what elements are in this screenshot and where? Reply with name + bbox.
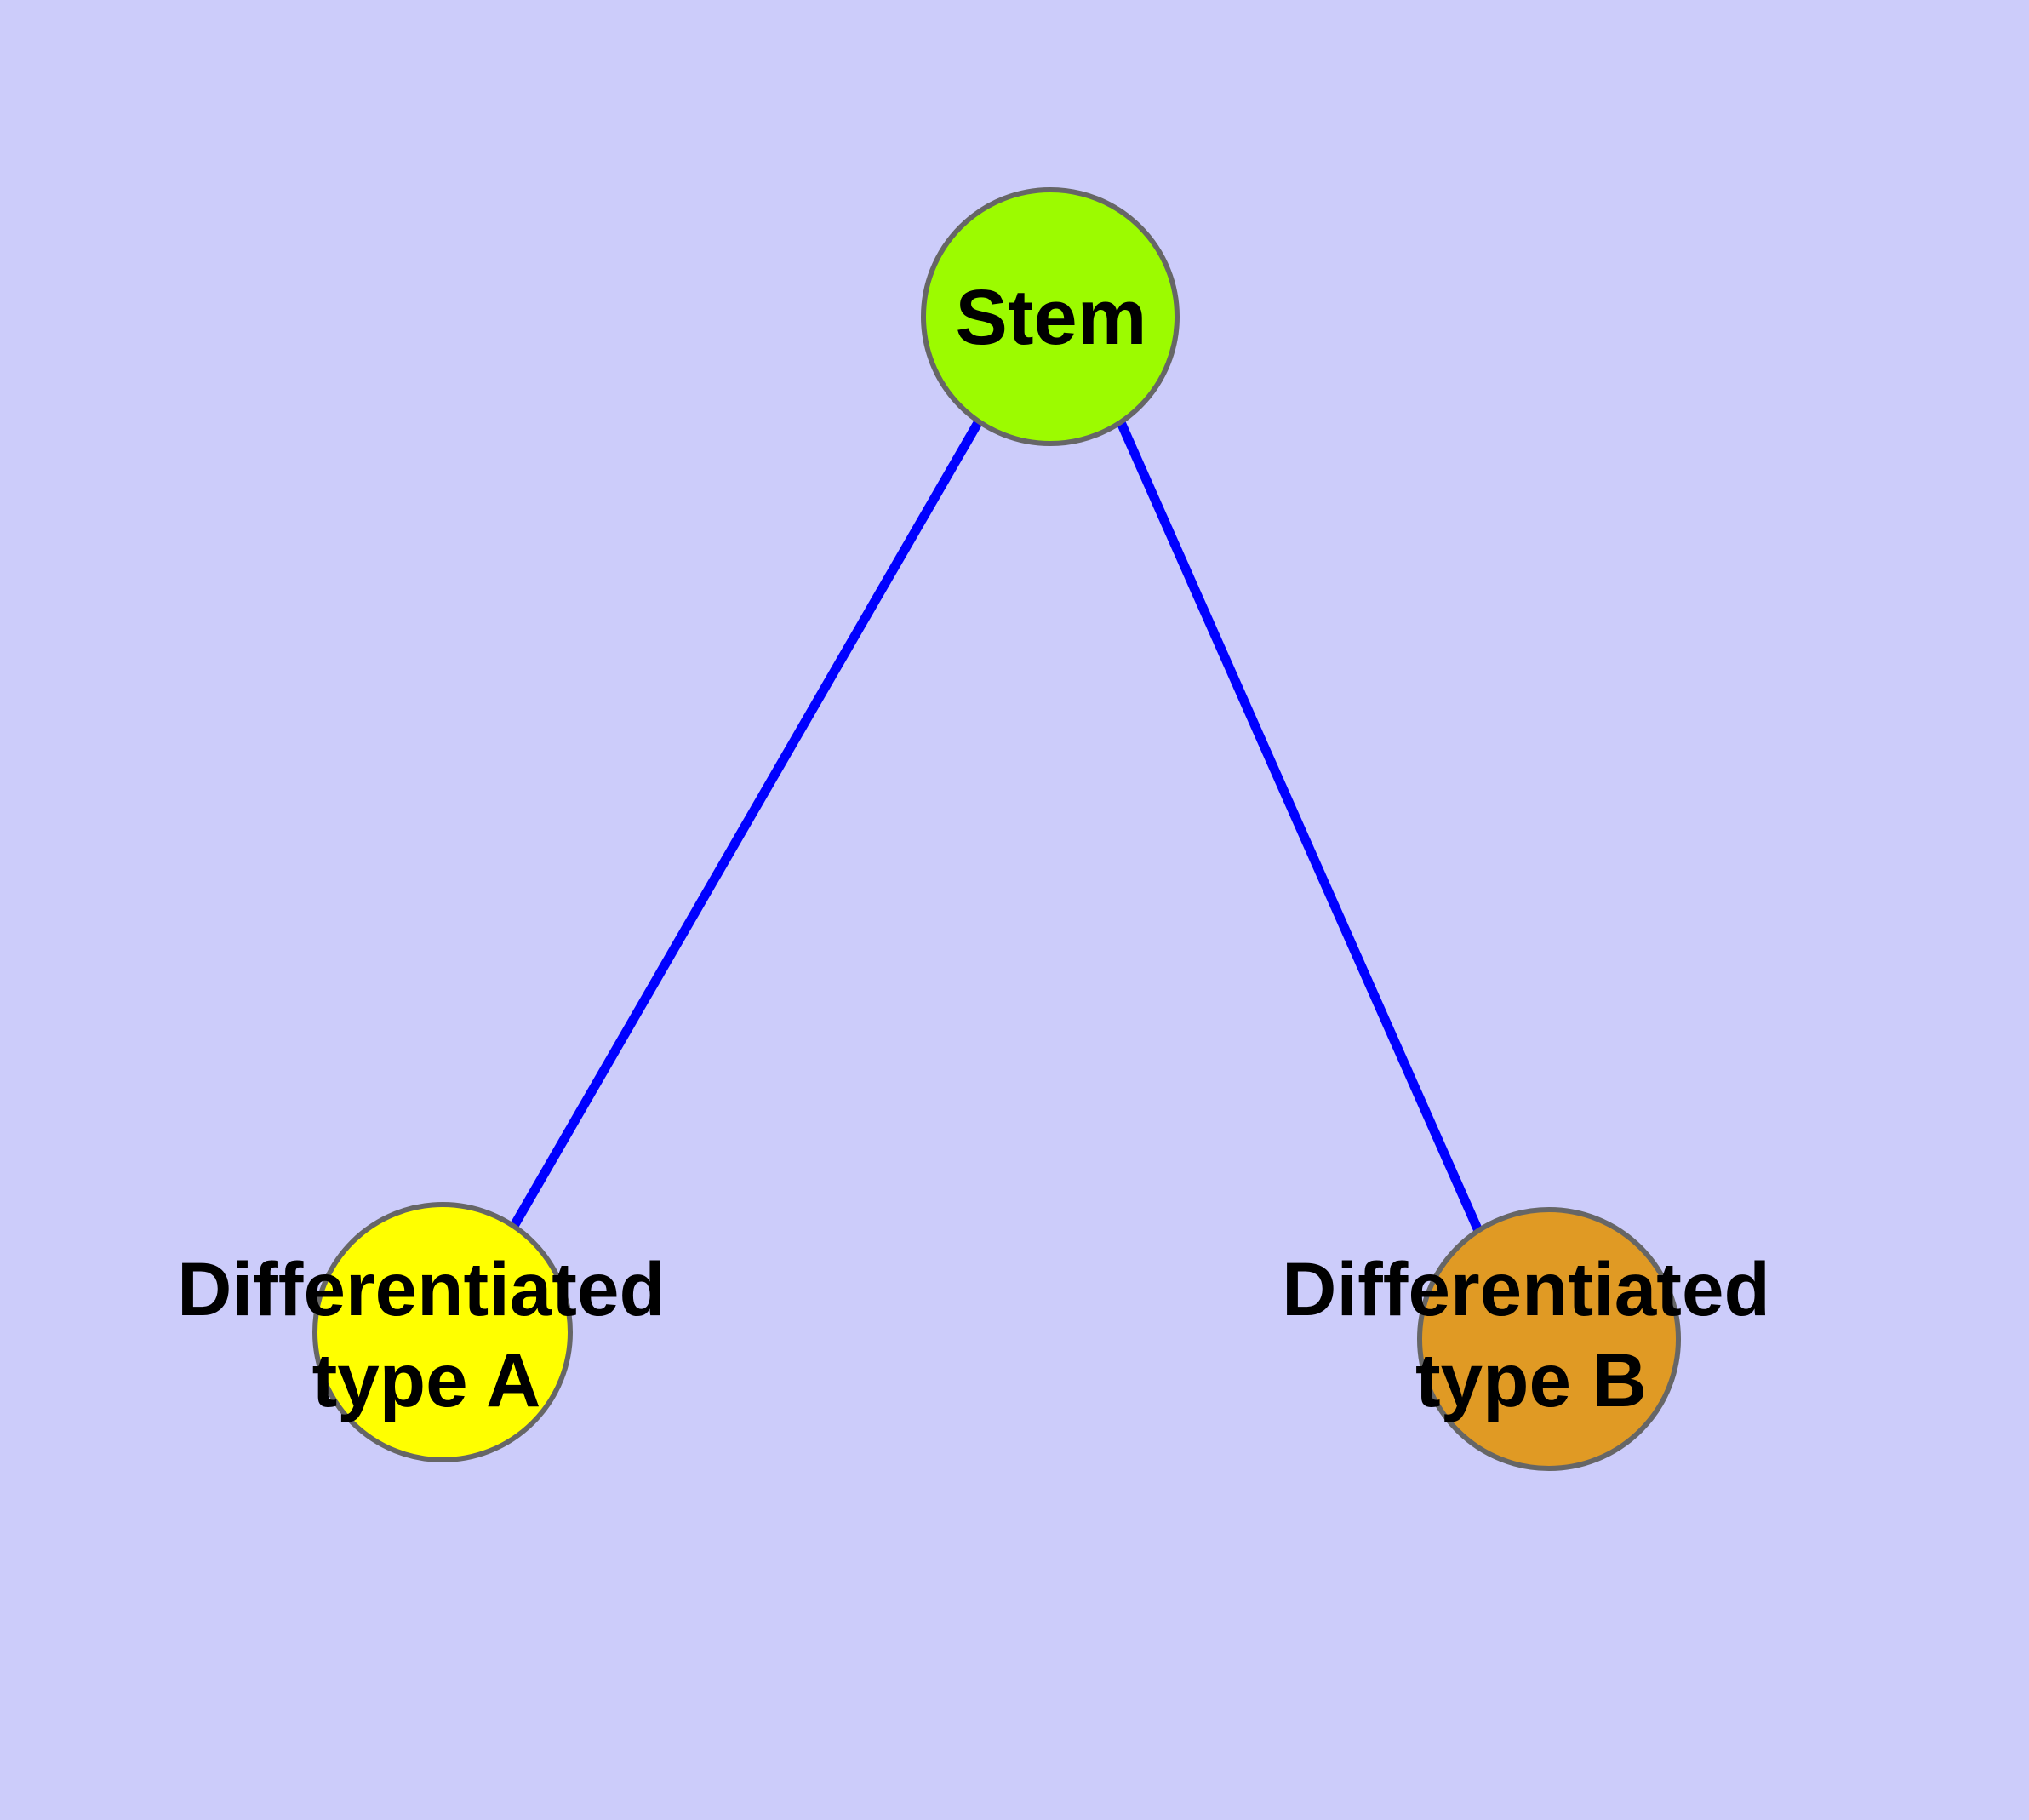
nodes-layer (312, 187, 1681, 1471)
node-differentiated-type-b-label-line-2: type B (1415, 1337, 1647, 1422)
node-differentiated-type-a-label-line-2: type A (312, 1337, 541, 1422)
edge-stem-to-differentiated-type-a[interactable] (510, 419, 983, 1228)
node-stem-circle[interactable] (921, 187, 1180, 446)
node-differentiated-type-a-circle[interactable] (312, 1202, 573, 1462)
node-differentiated-type-b-circle[interactable] (1417, 1207, 1681, 1471)
labels-layer: Stem Differentiated type A Differentiate… (177, 274, 1770, 1422)
node-differentiated-type-b-label-line-1: Differentiated (1282, 1246, 1770, 1331)
edges-layer (510, 418, 1484, 1235)
edge-stem-to-differentiated-type-b[interactable] (1115, 418, 1484, 1235)
node-differentiated-type-a-label-line-1: Differentiated (177, 1246, 666, 1331)
node-stem-label-line-1: Stem (956, 274, 1147, 361)
